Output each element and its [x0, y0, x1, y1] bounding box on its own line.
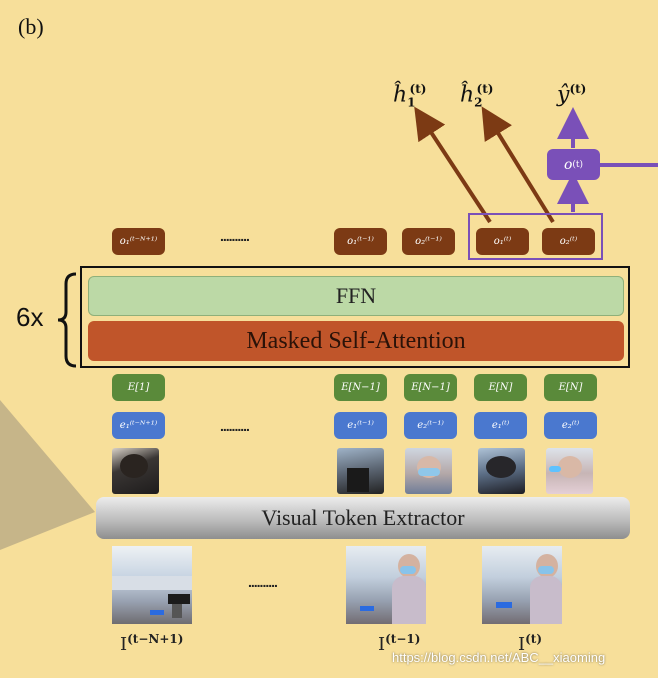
visual-token-extractor: Visual Token Extractor — [96, 497, 630, 539]
arrow-o2-to-h2 — [481, 106, 555, 224]
repeat-brace — [57, 272, 77, 368]
input-frame-image — [346, 546, 426, 624]
embedding-token: E[N] — [544, 374, 597, 401]
output-token: o₂⁽ᵗ⁾ — [542, 228, 595, 255]
embedding-token: E[N] — [474, 374, 527, 401]
visual-token: e₂⁽ᵗ⁾ — [544, 412, 597, 439]
visual-token: e₁⁽ᵗ⁾ — [474, 412, 527, 439]
output-token: o₁⁽ᵗ⁻¹⁾ — [334, 228, 387, 255]
output-h2-label: ĥ2(t) — [460, 82, 494, 110]
crop-thumbnail — [337, 448, 384, 494]
ellipsis-output-row: .......... — [220, 228, 250, 244]
connection-arrows — [414, 106, 658, 224]
input-frame-image — [482, 546, 562, 624]
ffn-layer: FFN — [88, 276, 624, 316]
embedding-token: E[1] — [112, 374, 165, 401]
frame-caption: I(t) — [518, 632, 543, 655]
visual-token: e₂⁽ᵗ⁻¹⁾ — [404, 412, 457, 439]
current-token-group-box — [468, 213, 603, 260]
output-h1-label: ĥ1(t) — [393, 82, 427, 110]
ellipsis-frames-row: .......... — [248, 574, 278, 590]
embedding-token: E[N−1] — [334, 374, 387, 401]
output-token: o₁⁽ᵗ⁾ — [476, 228, 529, 255]
arrow-o1-to-h1 — [414, 106, 492, 224]
crop-thumbnail — [478, 448, 525, 494]
frame-caption: I(t−1) — [378, 632, 421, 655]
extractor-label: Visual Token Extractor — [261, 505, 465, 530]
attention-layer: Masked Self-Attention — [88, 321, 624, 361]
output-token: o₁⁽ᵗ⁻ᴺ⁺¹⁾ — [112, 228, 165, 255]
output-token: o₂⁽ᵗ⁻¹⁾ — [402, 228, 455, 255]
crop-thumbnail — [546, 448, 593, 494]
panel-label: (b) — [18, 14, 44, 39]
frame-caption: I(t−N+1) — [120, 632, 184, 655]
crop-thumbnail — [112, 448, 159, 494]
side-wedge — [0, 400, 95, 550]
head-o-token: o(t) — [547, 149, 600, 180]
input-frame-image — [112, 546, 192, 624]
ellipsis-visual-row: .......... — [220, 418, 250, 434]
visual-token: e₁⁽ᵗ⁻¹⁾ — [334, 412, 387, 439]
visual-token: e₁⁽ᵗ⁻ᴺ⁺¹⁾ — [112, 412, 165, 439]
watermark: https://blog.csdn.net/ABC__xiaoming — [392, 650, 606, 665]
ffn-label: FFN — [335, 283, 377, 308]
embedding-token: E[N−1] — [404, 374, 457, 401]
attention-label: Masked Self-Attention — [246, 327, 466, 354]
transformer-block — [80, 266, 630, 368]
output-y-label: ŷ(t) — [557, 82, 587, 108]
repeat-label: 6x — [16, 302, 44, 332]
crop-thumbnail — [405, 448, 452, 494]
